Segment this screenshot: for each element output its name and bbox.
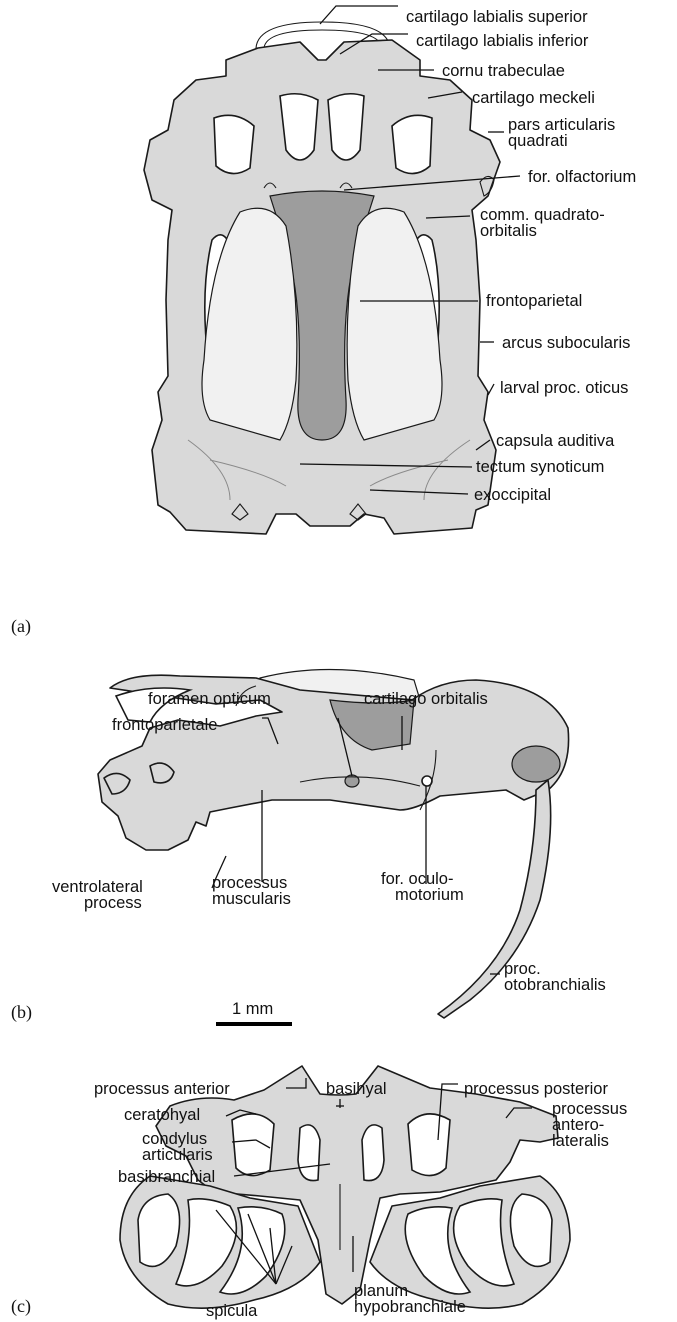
label-processus-anterolateralis-line3: lateralis: [552, 1132, 609, 1150]
label-larval-proc-oticus: larval proc. oticus: [500, 379, 628, 397]
label-tectum-synoticum: tectum synoticum: [476, 458, 604, 476]
panel-label-c: (c): [11, 1296, 31, 1317]
label-processus-posterior: processus posterior: [464, 1080, 608, 1098]
label-pars-articularis-line2: quadrati: [508, 132, 568, 150]
label-frontoparietal: frontoparietal: [486, 292, 582, 310]
label-spicula: spicula: [206, 1302, 258, 1320]
label-frontoparietale: frontoparietale: [112, 716, 218, 734]
panel-c-drawing: [120, 1066, 570, 1308]
label-for-olfactorium: for. olfactorium: [528, 168, 636, 186]
label-ceratohyal: ceratohyal: [124, 1106, 200, 1124]
label-cartilago-orbitalis: cartilago orbitalis: [364, 690, 488, 708]
label-basihyal: basihyal: [326, 1080, 387, 1098]
label-ventrolateral-line2: process: [84, 894, 142, 912]
panel-a-drawing: [144, 22, 500, 534]
label-proc-otobranchialis-line2: otobranchialis: [504, 976, 606, 994]
label-cartilago-meckeli: cartilago meckeli: [472, 89, 595, 107]
label-capsula-auditiva: capsula auditiva: [496, 432, 615, 450]
label-cornu-trabeculae: cornu trabeculae: [442, 62, 565, 80]
label-planum-hypobranchiale-line2: hypobranchiale: [354, 1298, 466, 1316]
label-exoccipital: exoccipital: [474, 486, 551, 504]
label-comm-quadrato-line2: orbitalis: [480, 222, 537, 240]
label-for-oculomotorium-line2: motorium: [395, 886, 464, 904]
label-cartilago-labialis-superior: cartilago labialis superior: [406, 8, 588, 26]
label-processus-anterior: processus anterior: [94, 1080, 230, 1098]
scale-bar-label: 1 mm: [232, 1000, 273, 1018]
label-foramen-opticum: foramen opticum: [148, 690, 271, 708]
label-arcus-subocularis: arcus subocularis: [502, 334, 630, 352]
panel-label-b: (b): [11, 1002, 32, 1023]
label-cartilago-labialis-inferior: cartilago labialis inferior: [416, 32, 589, 50]
label-basibranchial: basibranchial: [118, 1168, 215, 1186]
panel-label-a: (a): [11, 616, 31, 637]
label-condylus-articularis-line2: articularis: [142, 1146, 213, 1164]
label-processus-muscularis-line2: muscularis: [212, 890, 291, 908]
